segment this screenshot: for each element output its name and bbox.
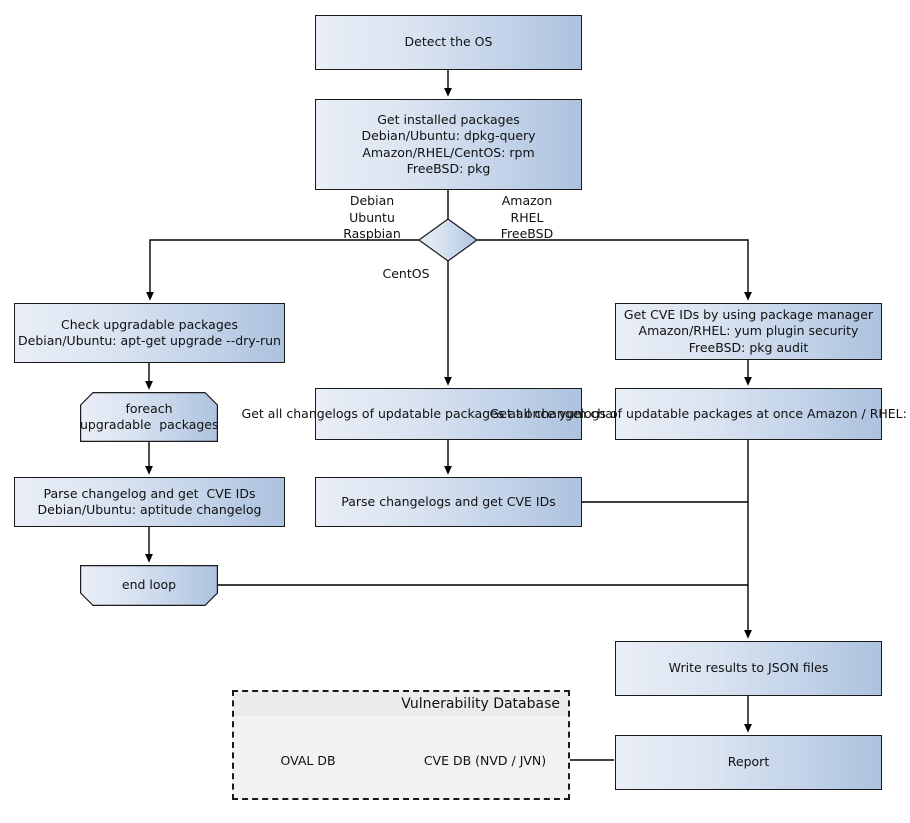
end-loop-label: end loop <box>121 577 177 593</box>
node-check-upgradable-packages[interactable]: Check upgradable packages Debian/Ubuntu:… <box>14 303 285 363</box>
node-report[interactable]: Report <box>615 735 882 790</box>
node-get-changelogs-centos[interactable]: Get all changelogs of updatable packages… <box>242 388 655 440</box>
node-foreach-upgradable-packages[interactable]: foreach upgradable packages <box>80 392 219 442</box>
edge-label-branch-left: Debian Ubuntu Raspbian <box>343 193 401 241</box>
node-get-changelogs-rhel[interactable]: Get all changelogs of updatable packages… <box>490 388 910 440</box>
node-get-cve-ids-package-manager[interactable]: Get CVE IDs by using package manager Ama… <box>615 303 882 360</box>
cve-db-label: CVE DB (NVD / JVN) <box>423 753 547 768</box>
edge-label-branch-down: CentOS <box>382 266 430 281</box>
node-parse-changelogs-centos[interactable]: Parse changelogs and get CVE IDs <box>315 477 582 527</box>
foreach-shape <box>80 392 218 442</box>
end-loop-shape <box>80 565 218 606</box>
foreach-label: foreach upgradable packages <box>80 400 219 433</box>
node-detect-os[interactable]: Detect the OS <box>315 15 582 70</box>
edge-decision-left <box>146 239 419 301</box>
node-write-results-json[interactable]: Write results to JSON files <box>615 641 882 696</box>
node-parse-changelog-debian[interactable]: Parse changelog and get CVE IDs Debian/U… <box>14 477 285 527</box>
vulnerability-database-group: Vulnerability Database <box>232 690 570 800</box>
decision-diamond <box>417 218 479 262</box>
oval-db-label: OVAL DB <box>280 753 336 768</box>
vulnerability-database-title: Vulnerability Database <box>234 692 568 716</box>
node-end-loop[interactable]: end loop <box>80 565 218 606</box>
edge-label-branch-right: Amazon RHEL FreeBSD <box>500 193 554 241</box>
node-get-installed-packages[interactable]: Get installed packages Debian/Ubuntu: dp… <box>315 99 582 190</box>
edge-decision-right <box>477 239 752 301</box>
